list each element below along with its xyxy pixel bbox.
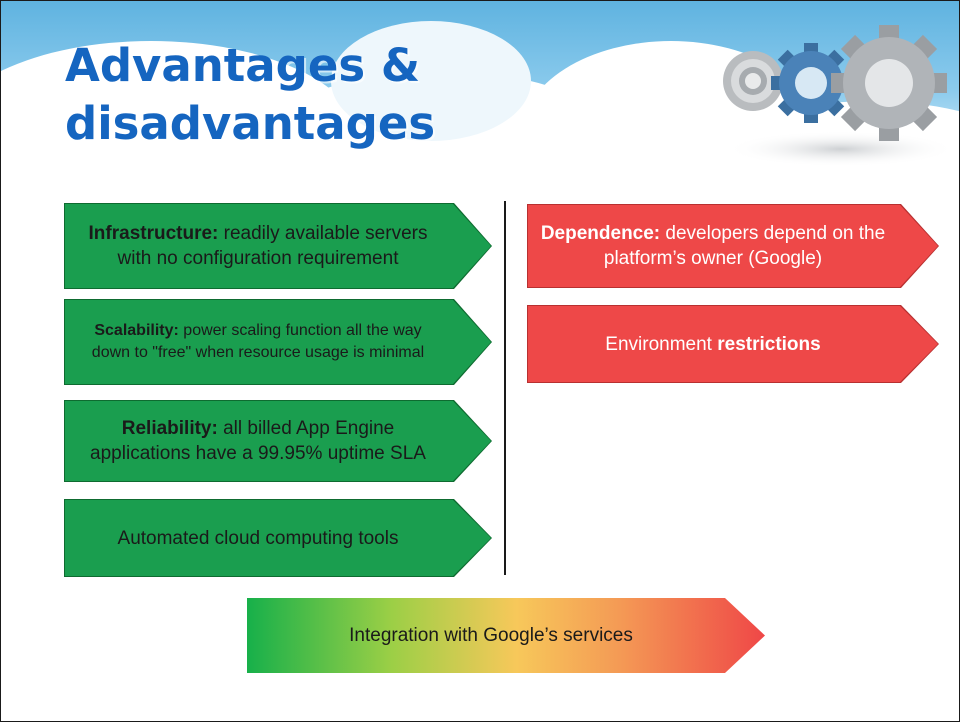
disadvantage-term: restrictions bbox=[717, 333, 821, 355]
disadvantage-text: Environment bbox=[605, 333, 718, 355]
advantage-automated-tools: Automated cloud computing tools bbox=[65, 500, 491, 576]
mixed-text: Integration with Google’s services bbox=[349, 624, 633, 646]
disadvantage-dependence: Dependence: developers depend on the pla… bbox=[528, 205, 938, 287]
advantage-term: Reliability: bbox=[121, 418, 218, 439]
advantage-text: readily available servers with no config… bbox=[117, 223, 428, 269]
gears-icon bbox=[723, 25, 956, 167]
advantage-text: all billed App Engine applications have … bbox=[90, 418, 426, 464]
advantage-term: Infrastructure: bbox=[88, 223, 219, 244]
title-line-2: disadvantages bbox=[65, 97, 436, 150]
advantage-infrastructure: Infrastructure: readily available server… bbox=[65, 204, 491, 288]
disadvantage-term: Dependence: bbox=[540, 223, 661, 244]
mixed-integration: Integration with Google’s services bbox=[247, 598, 765, 673]
advantage-text: Automated cloud computing tools bbox=[117, 527, 399, 549]
advantage-reliability: Reliability: all billed App Engine appli… bbox=[65, 401, 491, 481]
slide-title: Advantages & disadvantages bbox=[65, 37, 435, 153]
title-line-1: Advantages & bbox=[65, 39, 421, 92]
advantage-term: Scalability: bbox=[94, 322, 179, 339]
disadvantage-environment: Environment restrictions bbox=[528, 306, 938, 382]
advantage-scalability: Scalability: power scaling function all … bbox=[65, 300, 491, 384]
disadvantage-text: developers depend on the platform’s owne… bbox=[603, 223, 886, 269]
advantage-text: power scaling function all the way down … bbox=[91, 322, 425, 361]
column-divider bbox=[504, 201, 506, 575]
